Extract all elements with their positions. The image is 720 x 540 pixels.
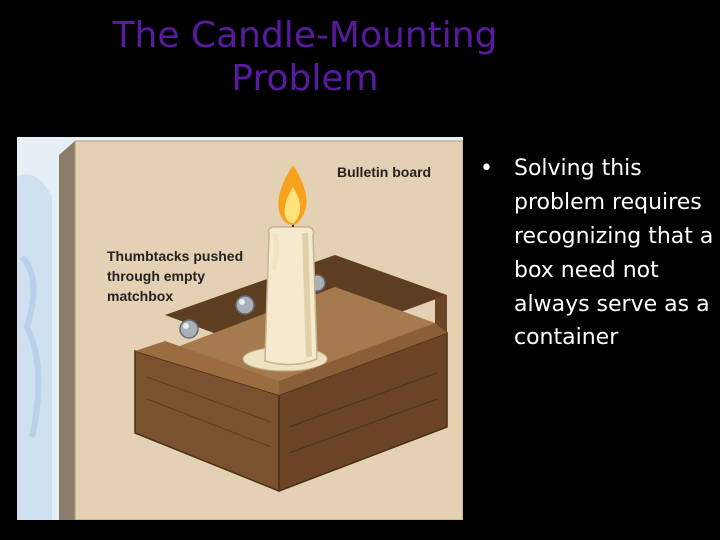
board-edge bbox=[59, 141, 75, 520]
matchbox-texture bbox=[288, 398, 438, 454]
matchbox-rim bbox=[135, 341, 279, 395]
matchbox-texture bbox=[288, 372, 438, 428]
bullet-list: • Solving this problem requires recogniz… bbox=[478, 152, 718, 355]
wall-shading bbox=[19, 254, 42, 438]
title-line-1: The Candle-Mounting bbox=[112, 15, 498, 56]
matchbox-front-right bbox=[278, 331, 448, 493]
label-thumbtacks-line-3: matchbox bbox=[107, 288, 173, 304]
thumbtack-icon bbox=[235, 295, 255, 315]
bullet-marker: • bbox=[480, 156, 493, 181]
label-bulletin-board: Bulletin board bbox=[337, 164, 431, 180]
slide-title: The Candle-Mounting Problem bbox=[80, 14, 530, 100]
title-line-2: Problem bbox=[231, 58, 379, 100]
matchbox-rim bbox=[279, 323, 447, 395]
candle-drip bbox=[270, 232, 280, 270]
candle-problem-illustration: Bulletin board Thumbtacks pushed through… bbox=[17, 137, 463, 520]
flame-core bbox=[284, 187, 301, 223]
matchbox-texture bbox=[146, 398, 272, 448]
bullet-item: • Solving this problem requires recogniz… bbox=[478, 152, 718, 355]
bulletin-board-outline bbox=[74, 140, 463, 520]
label-thumbtacks-line-2: through empty bbox=[107, 268, 205, 284]
illustration-svg: Bulletin board Thumbtacks pushed through… bbox=[17, 137, 463, 520]
matchbox-texture bbox=[146, 376, 272, 423]
thumbtack-icon bbox=[179, 319, 199, 339]
thumbtack-highlight bbox=[183, 323, 189, 329]
thumbtack-highlight bbox=[239, 299, 245, 305]
bullet-text: Solving this problem requires recognizin… bbox=[514, 156, 714, 351]
label-thumbtacks-line-1: Thumbtacks pushed bbox=[107, 248, 243, 264]
candle-shading bbox=[302, 232, 312, 358]
